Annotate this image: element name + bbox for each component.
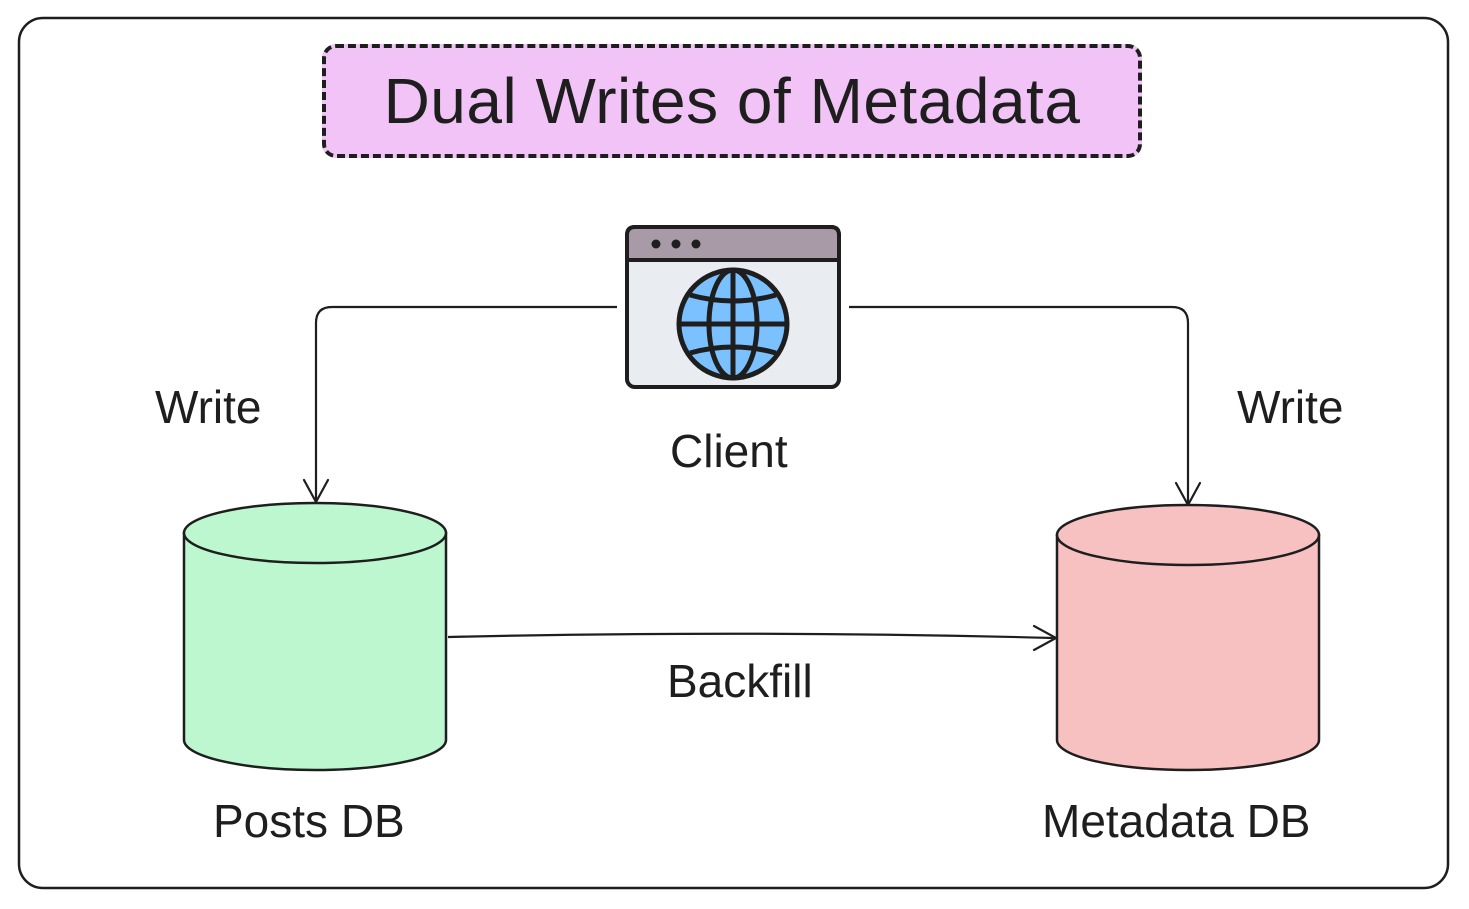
edge-label-backfill: Backfill (667, 655, 813, 707)
edge-posts-to-metadata (447, 632, 1055, 640)
edge-label-write-posts: Write (155, 381, 262, 433)
outer-frame (17, 16, 1450, 890)
title-box: Dual Writes of Metadata (322, 44, 1142, 158)
browser-globe-icon (625, 225, 841, 389)
edge-client-to-metadata (849, 305, 1190, 503)
node-label-metadata-db: Metadata DB (1042, 795, 1311, 847)
edge-label-write-metadata: Write (1237, 381, 1344, 433)
node-label-posts-db: Posts DB (213, 795, 405, 847)
diagram-title: Dual Writes of Metadata (383, 65, 1081, 137)
posts-db-cylinder (182, 501, 448, 772)
edge-client-to-posts (314, 305, 617, 500)
node-label-client: Client (670, 425, 788, 477)
metadata-db-cylinder (1055, 503, 1321, 772)
